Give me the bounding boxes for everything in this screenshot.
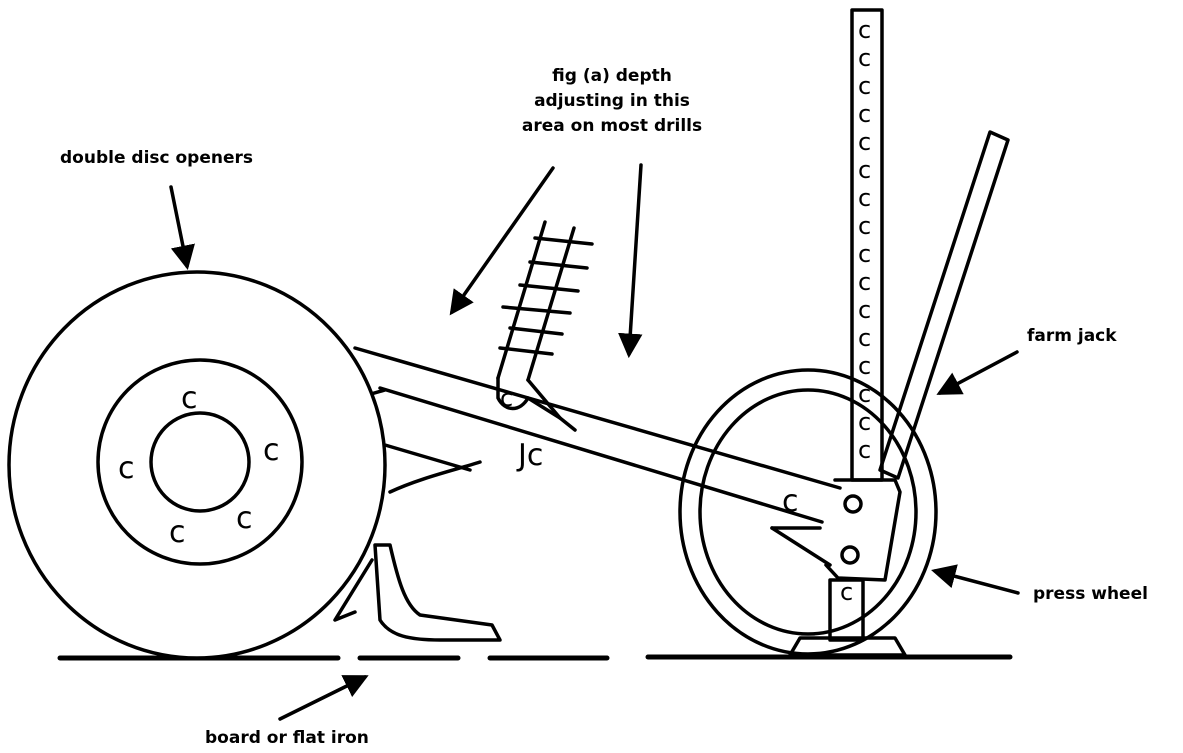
jack-hole: c	[858, 268, 871, 296]
hub-bolt: c	[236, 501, 253, 536]
disc-opener-wheel	[7, 270, 387, 660]
jack-hole: c	[858, 184, 871, 212]
frame-bottom-edge	[378, 386, 824, 524]
arrow-double-disc-openers	[169, 185, 195, 271]
jack-hole: c	[858, 72, 871, 100]
jack-hole: c	[858, 408, 871, 436]
drill-frame	[348, 346, 842, 524]
shoe-body	[373, 543, 502, 642]
spring-rung-1	[533, 236, 594, 246]
label-depth-line-1: fig (a) depth	[552, 66, 672, 86]
frame-mark: Jc	[516, 438, 543, 473]
label-farm-jack: farm jack	[1027, 326, 1117, 346]
frame-top-edge	[353, 346, 842, 490]
arrow-depth-right	[618, 163, 643, 359]
arrow-farm-jack	[936, 350, 1019, 395]
spring-rung-6	[498, 346, 554, 356]
spring-bolt: c	[500, 384, 513, 412]
jack-foot-hole: c	[840, 578, 853, 606]
hub-bolt: c	[169, 515, 186, 550]
arrow-board-flat-iron	[278, 675, 369, 721]
frame-brace	[388, 460, 482, 494]
jack-hole: c	[858, 296, 871, 324]
arrow-press-wheel	[931, 564, 1020, 595]
spring-mount-brace	[526, 378, 562, 420]
jack-base-hook	[770, 526, 832, 567]
jack-pole-holes: c c c c c c c c c c c c c c c c c	[840, 16, 871, 606]
jack-foot-post	[828, 578, 865, 642]
farm-jack	[770, 8, 1010, 657]
label-double-disc-openers: double disc openers	[60, 148, 254, 168]
press-wheel-inner	[698, 388, 918, 636]
furrow-shoe	[333, 543, 502, 642]
hub-bolt: c	[181, 381, 198, 416]
frame-bolt: c	[782, 484, 799, 519]
spring-rail-right	[526, 226, 576, 382]
jack-foot	[788, 636, 907, 657]
jack-hole: c	[858, 212, 871, 240]
jack-hole: c	[858, 128, 871, 156]
disc-hub-center	[149, 411, 251, 513]
jack-hole: c	[858, 100, 871, 128]
label-depth-adjusting: fig (a) depth adjusting in this area on …	[497, 64, 727, 139]
hub-bolts: c c c c c	[118, 381, 280, 550]
label-depth-line-2: adjusting in this	[534, 91, 690, 111]
jack-base-block	[824, 478, 902, 582]
disc-hub-ring	[96, 358, 304, 566]
spring-rung-4	[501, 305, 572, 315]
spring-rung-3	[518, 283, 580, 293]
hub-bolt: c	[263, 433, 280, 468]
label-press-wheel: press wheel	[1033, 584, 1148, 604]
jack-hole: c	[858, 352, 871, 380]
hub-bolt: c	[118, 451, 135, 486]
annotation-arrows	[169, 163, 1020, 721]
jack-handle	[878, 130, 1010, 480]
jack-hole: c	[858, 380, 871, 408]
jack-pin-lower	[840, 545, 860, 565]
frame-lower-strut	[383, 443, 472, 472]
spring-rung-5	[508, 326, 564, 336]
disc-outer	[7, 270, 387, 660]
jack-hole: c	[858, 436, 871, 464]
spring-rail-left	[496, 220, 547, 380]
jack-hole: c	[858, 156, 871, 184]
label-depth-line-3: area on most drills	[521, 116, 703, 136]
jack-hole: c	[858, 16, 871, 44]
arrow-depth-left	[449, 166, 555, 316]
spring-rung-2	[528, 260, 589, 270]
depth-spring	[496, 220, 594, 382]
jack-hole: c	[858, 324, 871, 352]
jack-hole: c	[858, 44, 871, 72]
jack-hole: c	[858, 240, 871, 268]
shoe-back	[333, 558, 374, 622]
label-board-or-flat-iron: board or flat iron	[205, 728, 369, 748]
jack-pin-upper	[843, 494, 863, 514]
spring-mount	[496, 376, 577, 432]
